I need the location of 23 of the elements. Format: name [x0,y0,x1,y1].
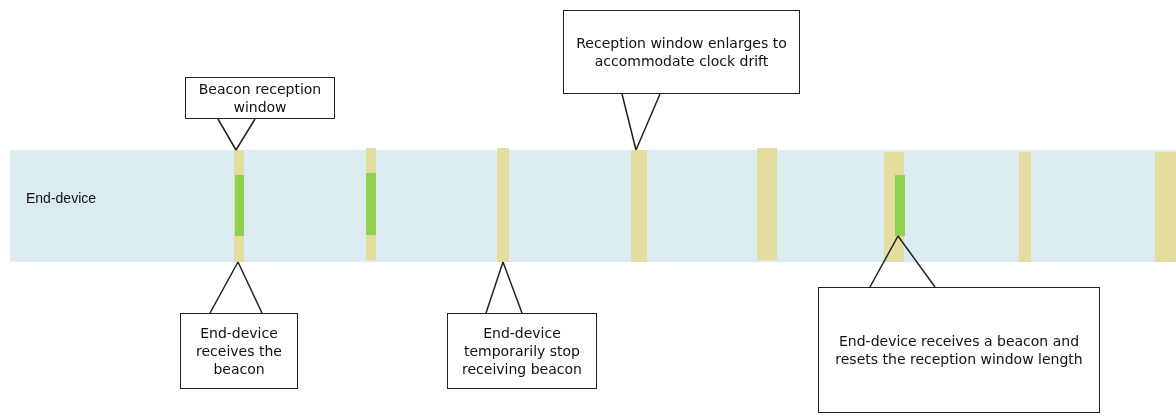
callout-tail-line [217,118,256,151]
callout-box: End-device temporarily stop receiving beacon [447,313,597,389]
callout-box: End-device receives the beacon [180,313,298,389]
callout-tail-line [621,93,661,151]
reception-window-bar [1155,152,1176,262]
reception-window-bar [497,148,509,262]
reception-window-bar [1019,152,1031,262]
callout-tail-line [485,261,523,314]
callout-tail-line [869,235,936,288]
callout-box: End-device receives a beacon and resets the reception window length [818,287,1100,413]
beacon-received-bar [235,175,244,236]
reception-window-bar [631,150,647,262]
beacon-received-bar [895,175,905,236]
callout-tail-line [209,261,263,314]
beacon-received-bar [366,173,376,235]
timeline-band [10,150,1176,262]
reception-window-bar [757,148,777,260]
reception-window-bar [366,148,376,260]
callout-box: Reception window enlarges to accommodate clock drift [563,10,800,94]
reception-window-bar [234,150,244,262]
reception-window-bar [884,152,904,262]
row-label: End-device [26,190,97,206]
callout-box: Beacon reception window [185,77,335,119]
